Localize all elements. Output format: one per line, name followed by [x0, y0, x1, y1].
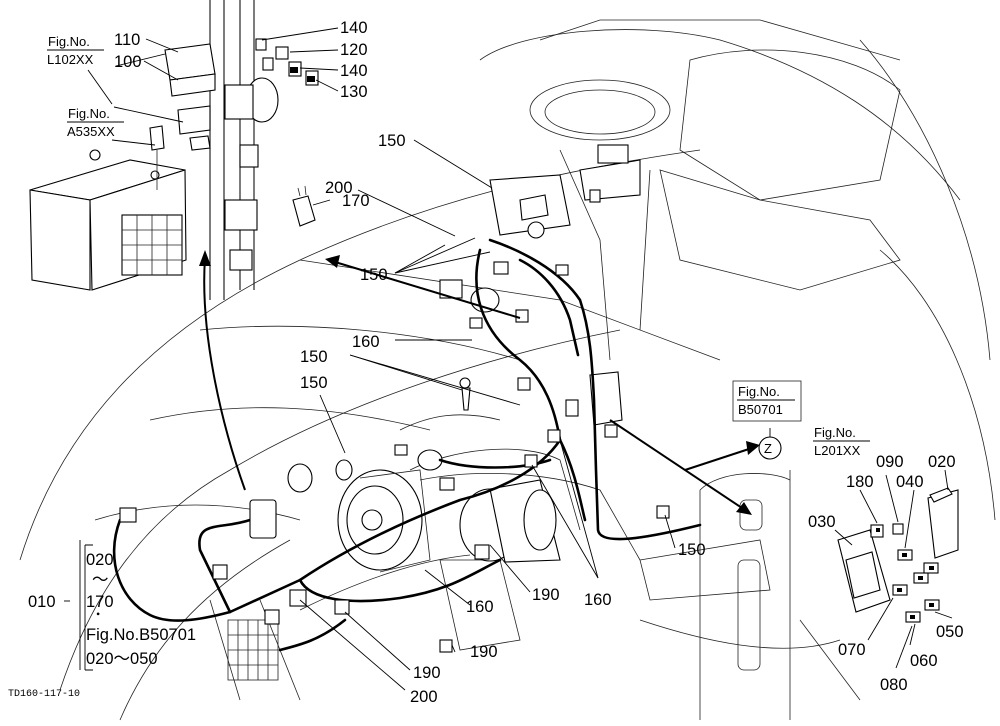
frame-column — [209, 0, 279, 300]
fuse-block-detail — [837, 487, 959, 623]
range-second: 020～050 — [86, 650, 158, 668]
callout-050: 050 — [936, 623, 964, 641]
callout-080: 080 — [880, 676, 908, 694]
range-dot: ･ — [94, 606, 102, 624]
view-marker: Z — [758, 436, 782, 460]
callout-180: 180 — [846, 473, 874, 491]
callout-120: 120 — [340, 41, 368, 59]
leader-lines — [84, 27, 953, 691]
callout-150: 150 — [678, 541, 706, 559]
callout-020: 020 — [928, 453, 956, 471]
view-marker-label: Z — [764, 441, 772, 456]
callout-150: 150 — [300, 374, 328, 392]
callout-060: 060 — [910, 652, 938, 670]
fig-ref-code: L102XX — [47, 52, 94, 67]
callout-150: 150 — [360, 266, 388, 284]
callout-150: 150 — [300, 348, 328, 366]
callout-140: 140 — [340, 62, 368, 80]
fig-ref-prefix: Fig.No. — [48, 34, 90, 49]
range-fig-ref: Fig.No.B50701 — [86, 626, 196, 644]
callout-150: 150 — [378, 132, 406, 150]
tractor-body-outline — [19, 19, 996, 721]
range-note: 010 020 ～ 170 ･ Fig.No.B50701 020～050 — [28, 540, 196, 670]
fuse-box — [164, 43, 216, 151]
callout-170: 170 — [342, 192, 370, 210]
fig-ref-prefix: Fig.No. — [68, 106, 110, 121]
fig-ref-A535XX: Fig.No. A535XX — [67, 106, 124, 139]
fuse-parts — [255, 38, 319, 86]
callout-160: 160 — [466, 598, 494, 616]
alternator — [337, 469, 431, 573]
callout-070: 070 — [838, 641, 866, 659]
callout-200: 200 — [325, 179, 353, 197]
callout-190: 190 — [532, 586, 560, 604]
battery — [29, 125, 187, 291]
relay-170 — [292, 185, 316, 227]
fig-ref-L102XX: Fig.No. L102XX — [47, 34, 104, 67]
fig-ref-prefix: Fig.No. — [738, 384, 780, 399]
main-wiring-harness — [112, 238, 702, 652]
starter — [459, 479, 561, 563]
callout-190: 190 — [413, 664, 441, 682]
range-tilde: ～ — [92, 571, 109, 589]
range-end: 170 — [86, 593, 114, 611]
callout-090: 090 — [876, 453, 904, 471]
callout-130: 130 — [340, 83, 368, 101]
range-start: 020 — [86, 551, 114, 569]
fig-ref-code: B50701 — [738, 402, 783, 417]
reference-arrows — [199, 250, 760, 515]
callout-100: 100 — [114, 53, 142, 71]
callout-040: 040 — [896, 473, 924, 491]
callout-030: 030 — [808, 513, 836, 531]
part-callouts: 110 100 140 120 140 130 150 200 170 150 … — [114, 19, 964, 706]
drawing-code: TD160-117-10 — [8, 689, 80, 700]
callout-200: 200 — [410, 688, 438, 706]
fig-ref-L201XX: Fig.No. L201XX — [813, 425, 870, 458]
callout-160: 160 — [352, 333, 380, 351]
callout-140: 140 — [340, 19, 368, 37]
fig-ref-B50701: Fig.No. B50701 — [732, 380, 802, 422]
fig-ref-code: L201XX — [814, 443, 861, 458]
callout-160: 160 — [584, 591, 612, 609]
callout-110: 110 — [114, 31, 140, 49]
fig-ref-code: A535XX — [67, 124, 115, 139]
range-main-label: 010 — [28, 593, 56, 611]
callout-190: 190 — [470, 643, 498, 661]
engine-block — [287, 414, 581, 531]
fig-ref-prefix: Fig.No. — [814, 425, 856, 440]
